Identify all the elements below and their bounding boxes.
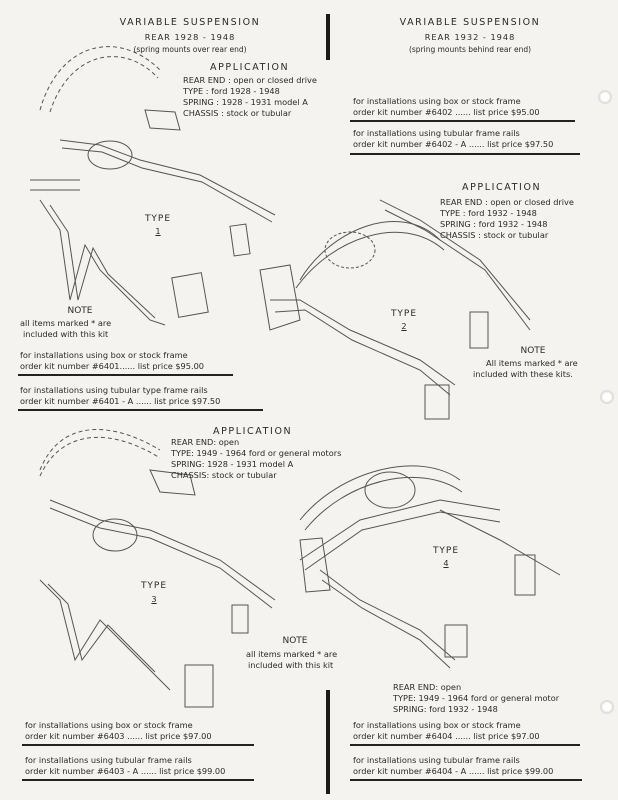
- left-bottom-app-line: CHASSIS: stock or tubular: [171, 470, 277, 480]
- left-bottom-app-line: REAR END: open: [171, 437, 240, 447]
- left-bottom-app-line: TYPE: 1949 - 1964 ford or general motors: [171, 448, 342, 458]
- type-3-drawing: [39, 429, 276, 708]
- underline: [350, 779, 582, 781]
- kit-6403-line1: for installations using box or stock fra…: [25, 720, 193, 730]
- kit-6402a-line1: for installations using tubular frame ra…: [353, 128, 520, 138]
- kit-6403a-line1: for installations using tubular frame ra…: [25, 755, 192, 765]
- right-note-line: All items marked * are: [486, 358, 578, 368]
- left-bottom-note-line: included with this kit: [248, 660, 334, 670]
- type-2-label: TYPE: [390, 309, 418, 319]
- kit-6401-line1: for installations using box or stock fra…: [20, 350, 188, 360]
- kit-6402a-line2: order kit number #6402 - A ...... list p…: [353, 139, 554, 149]
- left-mount-note: (spring mounts over rear end): [133, 45, 247, 54]
- kit-6402-line1: for installations using box or stock fra…: [353, 96, 521, 106]
- right-app-line: CHASSIS : stock or tubular: [440, 230, 549, 240]
- kit-6401a-line1: for installations using tubular type fra…: [20, 385, 208, 395]
- kit-6404a-line1: for installations using tubular frame ra…: [353, 755, 520, 765]
- left-rear-line: REAR 1928 - 1948: [144, 32, 236, 42]
- kit-6401a-line2: order kit number #6401 - A ...... list p…: [20, 396, 221, 406]
- underline: [22, 779, 254, 781]
- underline: [350, 153, 580, 155]
- left-app-line: TYPE : ford 1928 - 1948: [183, 86, 280, 96]
- underline: [350, 744, 580, 746]
- right-app-line: TYPE : ford 1932 - 1948: [440, 208, 537, 218]
- right-note-heading: NOTE: [520, 346, 546, 356]
- underline: [18, 409, 263, 411]
- type-3-label: TYPE: [140, 581, 168, 591]
- right-bottom-app-line: TYPE: 1949 - 1964 ford or general motor: [393, 693, 560, 703]
- type-1-number: 1: [155, 226, 161, 236]
- left-bottom-note-line: all items marked * are: [246, 649, 338, 659]
- kit-6402-line2: order kit number #6402 ...... list price…: [353, 107, 540, 117]
- underline: [22, 744, 254, 746]
- right-note-line: included with these kits.: [473, 369, 573, 379]
- left-title: VARIABLE SUSPENSION: [119, 17, 261, 28]
- left-note-heading: NOTE: [67, 306, 93, 316]
- divider-bar: [326, 690, 330, 794]
- divider-bar: [326, 14, 330, 60]
- right-app-line: SPRING : ford 1932 - 1948: [440, 219, 548, 229]
- left-app-line: CHASSIS : stock or tubular: [183, 108, 292, 118]
- kit-6403-line2: order kit number #6403 ...... list price…: [25, 731, 212, 741]
- type-1-drawing: [30, 46, 276, 326]
- right-rear-line: REAR 1932 - 1948: [424, 32, 516, 42]
- left-bottom-app-line: SPRING: 1928 - 1931 model A: [171, 459, 294, 469]
- right-bottom-app-line: REAR END: open: [393, 682, 462, 692]
- right-app-line: REAR END : open or closed drive: [440, 197, 574, 207]
- kit-6404-line2: order kit number #6404 ...... list price…: [353, 731, 540, 741]
- kit-6404-line1: for installations using box or stock fra…: [353, 720, 521, 730]
- left-app-line: REAR END : open or closed drive: [183, 75, 317, 85]
- right-app-heading: APPLICATION: [462, 182, 542, 193]
- type-2-number: 2: [401, 321, 407, 331]
- right-title: VARIABLE SUSPENSION: [399, 17, 541, 28]
- left-note-line: included with this kit: [23, 329, 109, 339]
- underline: [18, 374, 233, 376]
- left-bottom-note-heading: NOTE: [282, 636, 308, 646]
- left-note-line: all items marked * are: [20, 318, 112, 328]
- kit-6401-line2: order kit number #6401...... list price …: [20, 361, 204, 371]
- binder-hole: [600, 390, 614, 404]
- type-4-drawing: [299, 465, 561, 669]
- left-app-line: SPRING : 1928 - 1931 model A: [183, 97, 308, 107]
- type-2-drawing: [259, 199, 531, 420]
- underline: [350, 120, 575, 122]
- type-4-label: TYPE: [432, 546, 460, 556]
- left-app-heading: APPLICATION: [210, 62, 290, 73]
- kit-6404a-line2: order kit number #6404 - A ...... list p…: [353, 766, 554, 776]
- type-3-number: 3: [151, 594, 157, 604]
- left-bottom-app-heading: APPLICATION: [213, 426, 293, 437]
- type-1-label: TYPE: [144, 214, 172, 224]
- binder-hole: [600, 700, 614, 714]
- right-mount-note: (spring mounts behind rear end): [408, 45, 532, 54]
- type-4-number: 4: [443, 558, 449, 568]
- kit-6403a-line2: order kit number #6403 - A ...... list p…: [25, 766, 226, 776]
- binder-hole: [598, 90, 612, 104]
- right-bottom-app-line: SPRING: ford 1932 - 1948: [393, 704, 498, 714]
